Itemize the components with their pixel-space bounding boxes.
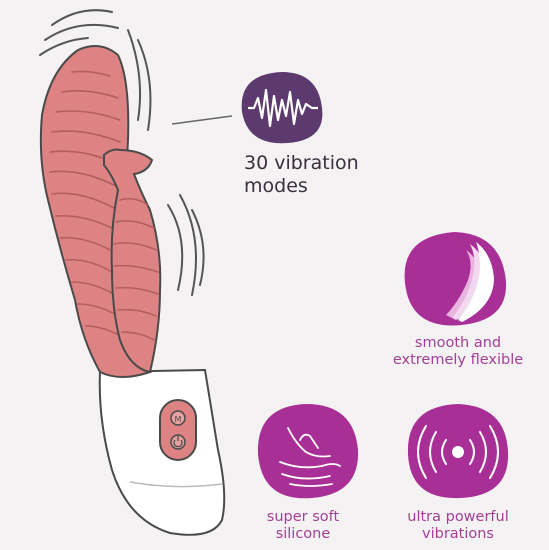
feature-vibration-line2: modes — [244, 174, 308, 197]
feature-ultra-powerful: ultra powerful vibrations — [388, 509, 528, 544]
vibration-waves-icon — [407, 404, 509, 499]
product-arm — [103, 148, 162, 374]
feature-power-line1: ultra powerful — [407, 509, 509, 525]
tip-vibration-lines-icon — [39, 9, 152, 131]
hand-touch-icon — [257, 404, 359, 499]
waveform-icon — [241, 72, 323, 144]
product-handle — [98, 368, 226, 536]
feature-soft-line1: super soft — [266, 509, 340, 525]
feature-soft-line2: silicone — [275, 526, 331, 543]
shaft-ridges — [49, 70, 125, 339]
control-buttons: M — [159, 399, 197, 461]
arm-ridges — [113, 198, 159, 341]
svg-text:M: M — [175, 415, 182, 424]
feature-vibration-modes: 30 vibration modes — [244, 152, 384, 198]
feature-smooth-line2: extremely flexible — [392, 352, 524, 369]
feature-smooth-flexible: smooth and extremely flexible — [378, 335, 538, 370]
feature-power-line2: vibrations — [422, 526, 494, 543]
feature-super-soft: super soft silicone — [248, 509, 358, 544]
arm-vibration-lines-icon — [167, 194, 205, 296]
feature-vibration-line1: 30 vibration — [244, 152, 359, 174]
callout-line — [171, 115, 233, 125]
flex-curve-icon — [404, 232, 507, 326]
feature-smooth-line1: smooth and — [414, 335, 502, 351]
